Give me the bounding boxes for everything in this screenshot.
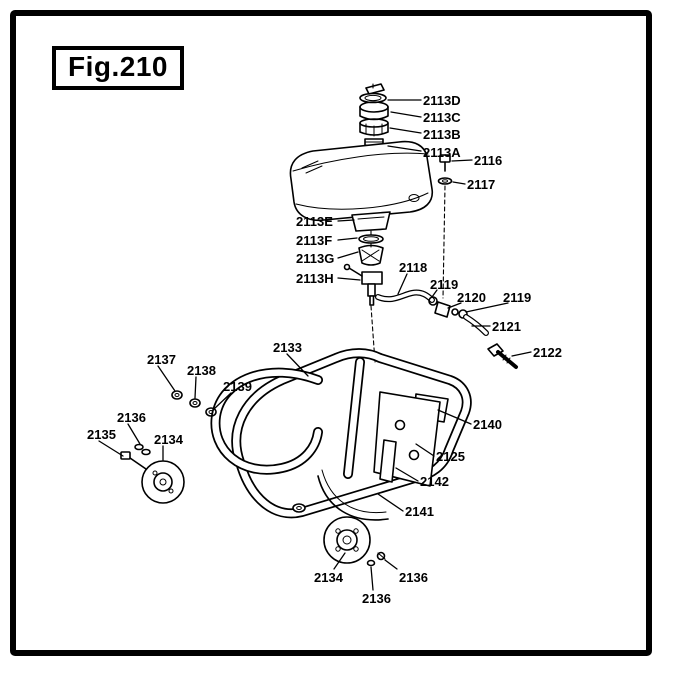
- part-label-2113c: 2113C: [423, 110, 461, 125]
- bottom-wheel-assembly: [323, 516, 386, 567]
- part-label-2113a: 2113A: [423, 145, 461, 160]
- part-label-2122: 2122: [533, 345, 562, 360]
- leader-lines: [98, 99, 532, 591]
- fuel-valve-parts: [343, 211, 391, 363]
- lower-guard-plate: [317, 469, 389, 521]
- part-label-2134-b: 2134: [314, 570, 343, 585]
- part-label-2134-a: 2134: [154, 432, 183, 447]
- bolt-2122: [487, 343, 518, 369]
- bolt-2116-washer-2117: [437, 154, 453, 299]
- part-label-2113f: 2113F: [296, 233, 333, 248]
- part-label-2137: 2137: [147, 352, 176, 367]
- part-label-2141: 2141: [405, 504, 434, 519]
- part-label-2113d: 2113D: [423, 93, 461, 108]
- part-label-2136-c: 2136: [362, 591, 391, 606]
- part-label-2113h: 2113H: [296, 271, 334, 286]
- part-label-2140: 2140: [473, 417, 502, 432]
- part-label-2119-a: 2119: [430, 277, 459, 292]
- fuel-tank: [289, 140, 434, 222]
- part-label-2121: 2121: [492, 319, 521, 334]
- part-label-2113g: 2113G: [296, 251, 335, 266]
- left-wheel-assembly: [120, 443, 185, 504]
- part-label-2125: 2125: [436, 449, 465, 464]
- part-label-2136-a: 2136: [117, 410, 146, 425]
- frame-tubes: [210, 348, 472, 519]
- part-label-2116: 2116: [474, 153, 503, 168]
- part-label-2113b: 2113B: [423, 127, 461, 142]
- part-label-2135: 2135: [87, 427, 116, 442]
- fuel-line-parts: [375, 289, 489, 336]
- part-label-2120: 2120: [457, 290, 486, 305]
- washers-2137-2139: [171, 390, 217, 417]
- part-label-2138: 2138: [187, 363, 216, 378]
- part-label-2119-b: 2119: [503, 290, 532, 305]
- part-label-2118: 2118: [399, 260, 428, 275]
- diagram-border: [10, 10, 652, 656]
- part-label-2142: 2142: [420, 474, 449, 489]
- part-label-2113e: 2113E: [296, 214, 333, 229]
- figure-title-box: Fig.210: [52, 46, 184, 90]
- part-label-2139: 2139: [223, 379, 252, 394]
- part-label-2136-b: 2136: [399, 570, 428, 585]
- figure-title: Fig.210: [68, 51, 168, 82]
- part-label-2133: 2133: [273, 340, 302, 355]
- part-label-2117: 2117: [467, 177, 496, 192]
- mount-plate-and-brackets: [373, 391, 449, 487]
